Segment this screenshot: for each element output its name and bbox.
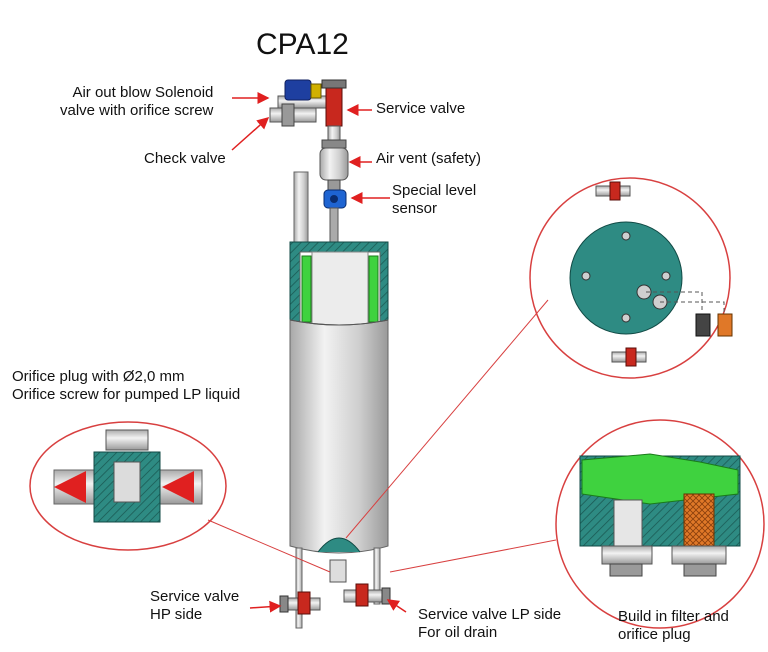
detail-filter [555, 419, 765, 629]
label-filter-line2: orifice plug [618, 626, 691, 643]
label-orifice-plug-line2: Orifice screw for pumped LP liquid [12, 386, 241, 403]
service-valve-top [321, 79, 347, 141]
label-service-valve-lp-line1: Service valve LP side [418, 606, 562, 623]
level-sensor [323, 189, 347, 243]
label-solenoid: Air out blow Solenoid valve with orifice… [60, 84, 213, 120]
label-service-valve-lp: Service valve LP side For oil drain [418, 606, 561, 642]
label-orifice-plug-line1: Orifice plug with Ø2,0 mm [12, 368, 185, 385]
connector-lines [207, 299, 557, 573]
label-service-valve-lp-line2: For oil drain [418, 624, 498, 641]
label-filter-line1: Build in filter and [618, 608, 729, 625]
label-orifice-plug: Orifice plug with Ø2,0 mm Orifice screw … [12, 368, 240, 404]
air-vent [319, 139, 349, 191]
label-level-sensor-line2: sensor [392, 200, 438, 217]
service-valve-lp [343, 583, 391, 607]
label-check-valve: Check valve [144, 150, 226, 167]
service-valve-hp [279, 591, 321, 615]
label-filter: Build in filter and orifice plug [618, 608, 729, 644]
label-level-sensor: Special level sensor [392, 182, 476, 218]
label-service-valve-hp-line1: Service valve [150, 588, 240, 605]
label-service-valve-hp-line2: HP side [150, 606, 203, 623]
label-level-sensor-line1: Special level [392, 182, 477, 199]
label-service-valve-top: Service valve [376, 100, 466, 117]
label-solenoid-line1: Air out blow Solenoid [72, 84, 214, 101]
diagram-title: CPA12 [256, 28, 349, 61]
vessel [289, 171, 389, 629]
detail-orifice-plug [29, 421, 227, 551]
label-solenoid-line2: valve with orifice screw [60, 102, 214, 119]
pointer-arrows [231, 92, 407, 613]
label-air-vent: Air vent (safety) [376, 150, 482, 167]
label-service-valve-hp: Service valve HP side [150, 588, 239, 624]
detail-top-plate [529, 177, 733, 379]
solenoid-valve [269, 79, 331, 127]
